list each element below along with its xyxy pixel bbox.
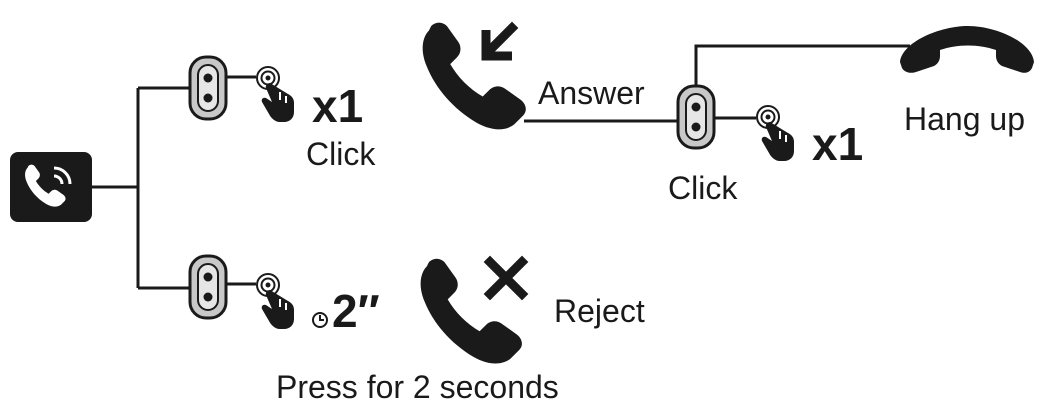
answer-call-icon — [422, 21, 526, 130]
earbud-button-icon — [676, 84, 716, 150]
click-count-answer: x1 — [812, 118, 863, 170]
click-count-top: x1 — [312, 80, 363, 132]
reject-label: Reject — [554, 293, 645, 329]
press-duration-label: Press for 2 seconds — [276, 369, 559, 405]
click-label-top: Click — [306, 136, 376, 172]
tap-finger-icon — [756, 105, 795, 162]
click-label-answer: Click — [668, 170, 738, 206]
hold-duration: 2″ — [332, 285, 380, 337]
reject-call-icon — [420, 255, 529, 364]
tap-finger-icon — [256, 66, 295, 123]
timer-icon — [312, 312, 328, 328]
connector-lines — [92, 44, 910, 290]
hang-up-icon — [900, 26, 1034, 73]
hang-up-label: Hang up — [904, 101, 1025, 137]
incoming-call-icon — [10, 152, 92, 222]
earbud-button-icon — [188, 55, 228, 121]
earbud-button-icon — [188, 254, 228, 320]
tap-finger-icon — [256, 273, 295, 330]
answer-label: Answer — [538, 75, 645, 111]
